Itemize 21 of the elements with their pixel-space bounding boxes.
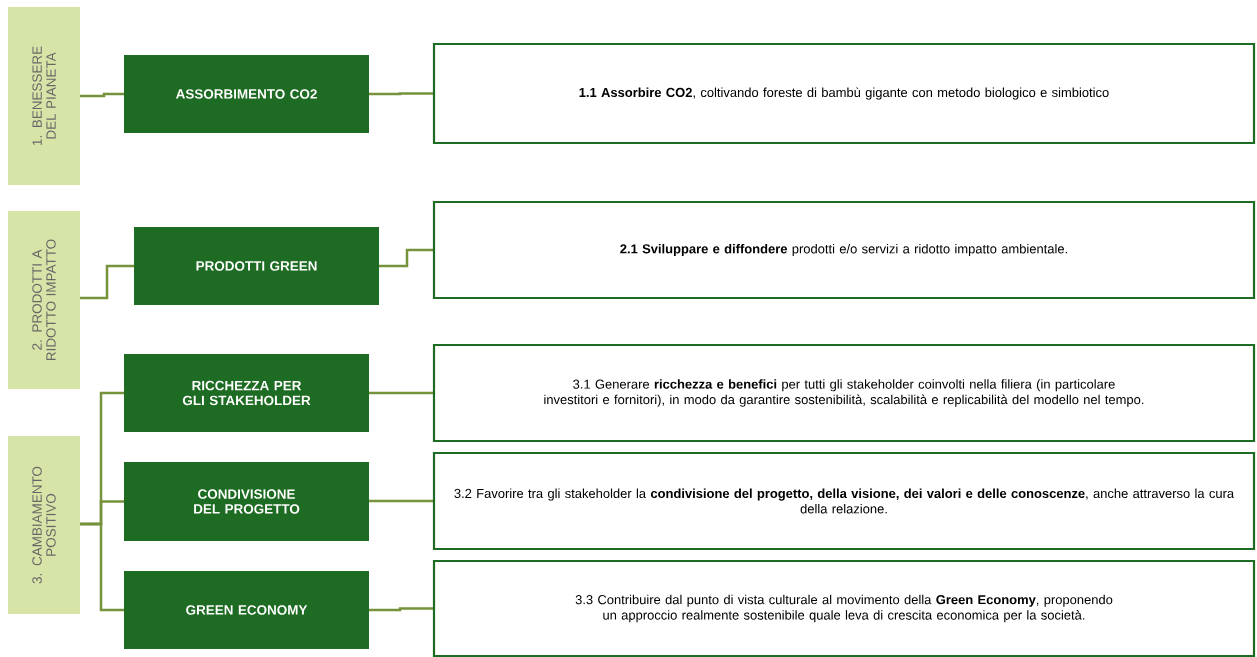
objective-box: CONDIVISIONE DEL PROGETTO [124,462,369,541]
connector [369,607,433,612]
description-box: 3.1 Generare ricchezza e benefici per tutti gli stakeholder coinvolti nella filiera (in particolare investitori e fornitori), in modo da garantire sostenibilità, scalabilità e replicabilità del modello nel tempo. [432,343,1256,443]
objective-box: ASSORBIMENTO CO2 [124,55,369,133]
description-box: 3.3 Contribuire dal punto di vista culturale al movimento della Green Economy, proponendo un approccio realmente sostenibile quale leva di crescita economica per la società. [432,559,1256,657]
connector [369,92,433,96]
description-box: 3.2 Favorire tra gli stakeholder la condivisione del progetto, della visione, dei valori e delle conoscenze, anche attraverso la cura della relazione. [432,451,1256,551]
objective-box: RICCHEZZA PER GLI STAKEHOLDER [124,354,369,432]
connector [80,522,124,612]
category-band: 1. BENESSERE DEL PIANETA [8,7,80,185]
connector [369,499,433,503]
connector [379,248,433,268]
objective-box: PRODOTTI GREEN [134,227,379,305]
connector [369,391,433,395]
objective-box: GREEN ECONOMY [124,571,369,649]
description-box: 2.1 Sviluppare e diffondere prodotti e/o servizi a ridotto impatto ambientale. [432,200,1256,300]
description-box: 1.1 Assorbire CO2, coltivando foreste di bambù gigante con metodo biologico e simbiotico [432,42,1256,145]
connector [80,264,134,300]
category-band: 3. CAMBIAMENTO POSITIVO [8,436,80,614]
category-band: 2. PRODOTTI A RIDOTTO IMPATTO [8,211,80,389]
connector [80,92,124,98]
